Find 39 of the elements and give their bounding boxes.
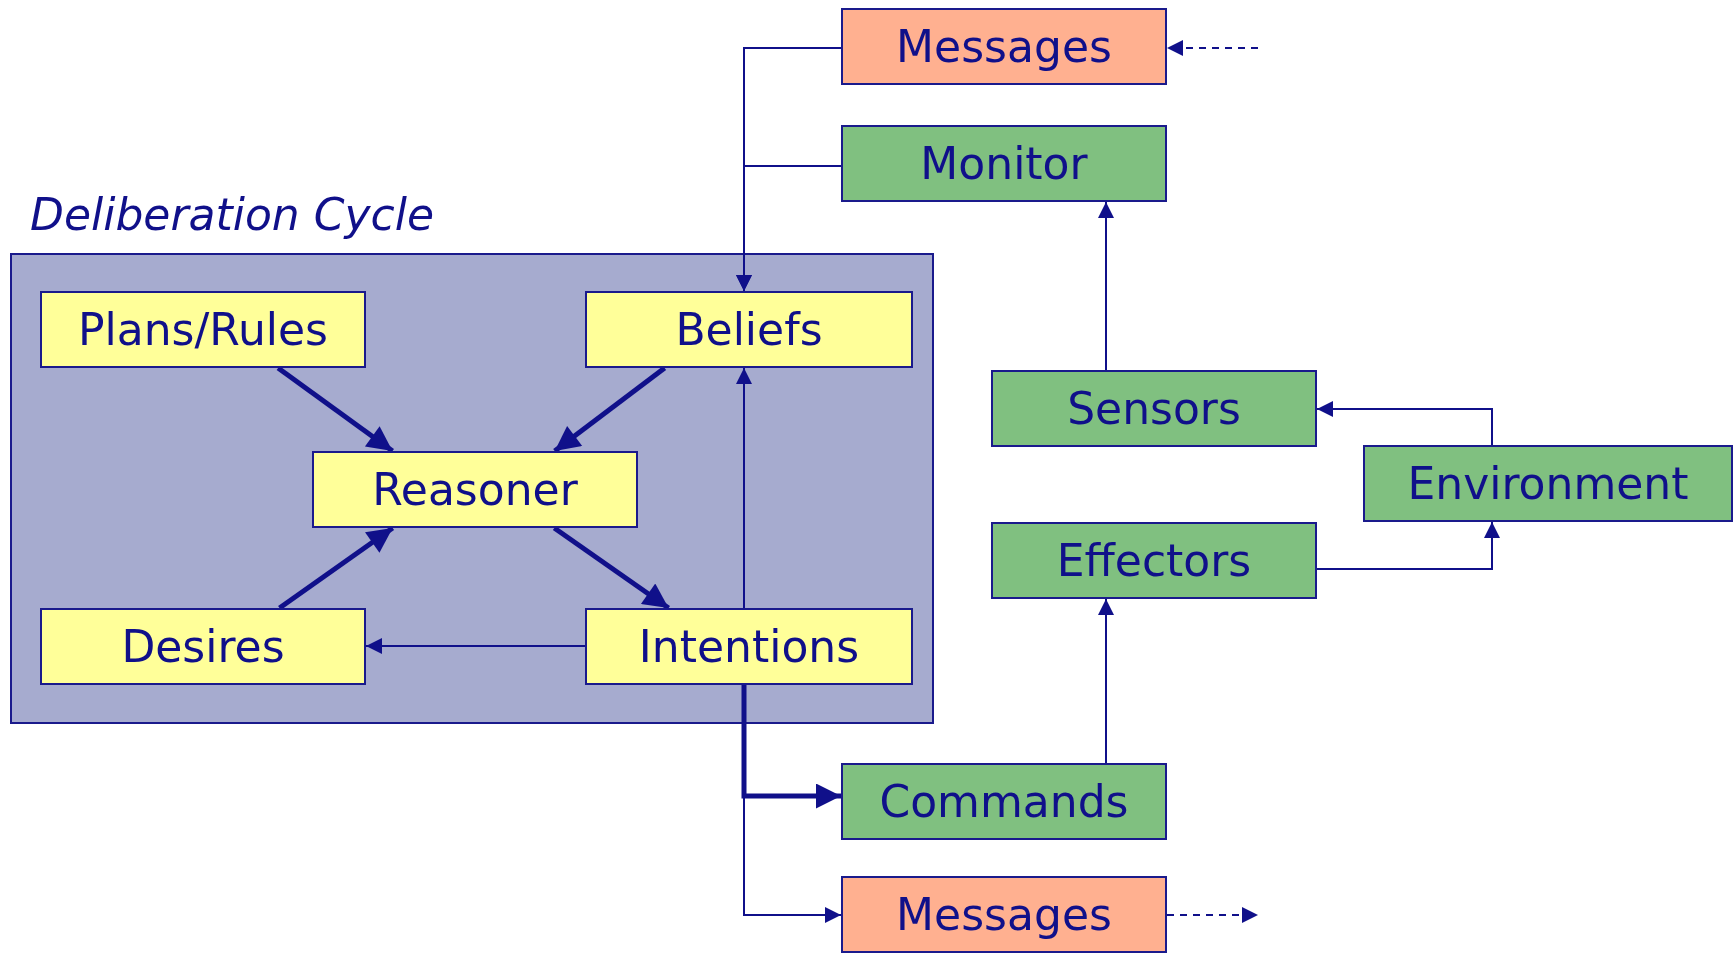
- box-label: Beliefs: [675, 304, 823, 355]
- arrow: [1098, 201, 1114, 371]
- box-label: Monitor: [920, 138, 1088, 189]
- box-label: Commands: [879, 776, 1129, 827]
- panel-title: Deliberation Cycle: [30, 189, 434, 240]
- arrow: [1316, 521, 1500, 570]
- box-label: Effectors: [1056, 535, 1252, 586]
- arrow: [278, 525, 395, 611]
- process-box: [1363, 445, 1733, 522]
- box-label: Messages: [896, 21, 1112, 72]
- box-label: Intentions: [638, 621, 860, 672]
- box-label: Reasoner: [372, 464, 578, 515]
- process-box: [841, 876, 1167, 953]
- arrow: [553, 366, 667, 453]
- process-box: [991, 522, 1317, 599]
- arrow: [1098, 598, 1114, 764]
- process-box: [585, 291, 913, 368]
- box-label: Desires: [121, 621, 285, 672]
- process-box: [40, 608, 366, 685]
- process-box: [841, 763, 1167, 840]
- process-box: [841, 8, 1167, 85]
- arrow: [741, 685, 841, 809]
- arrow: [276, 365, 394, 454]
- arrow: [1316, 401, 1493, 446]
- process-box: [40, 291, 366, 368]
- arrow: [736, 367, 752, 609]
- dashed-arrow: [1166, 907, 1259, 923]
- box-label: Environment: [1407, 458, 1689, 509]
- process-box: [312, 451, 638, 528]
- arrow: [552, 525, 670, 611]
- arrow: [365, 638, 586, 654]
- box-label: Sensors: [1067, 383, 1241, 434]
- process-box: [585, 608, 913, 685]
- arrow: [736, 165, 842, 292]
- box-label: Plans/Rules: [77, 304, 329, 355]
- process-box: [991, 370, 1317, 447]
- box-label: Messages: [896, 889, 1112, 940]
- dashed-arrow: [1166, 40, 1259, 56]
- process-box: [841, 125, 1167, 202]
